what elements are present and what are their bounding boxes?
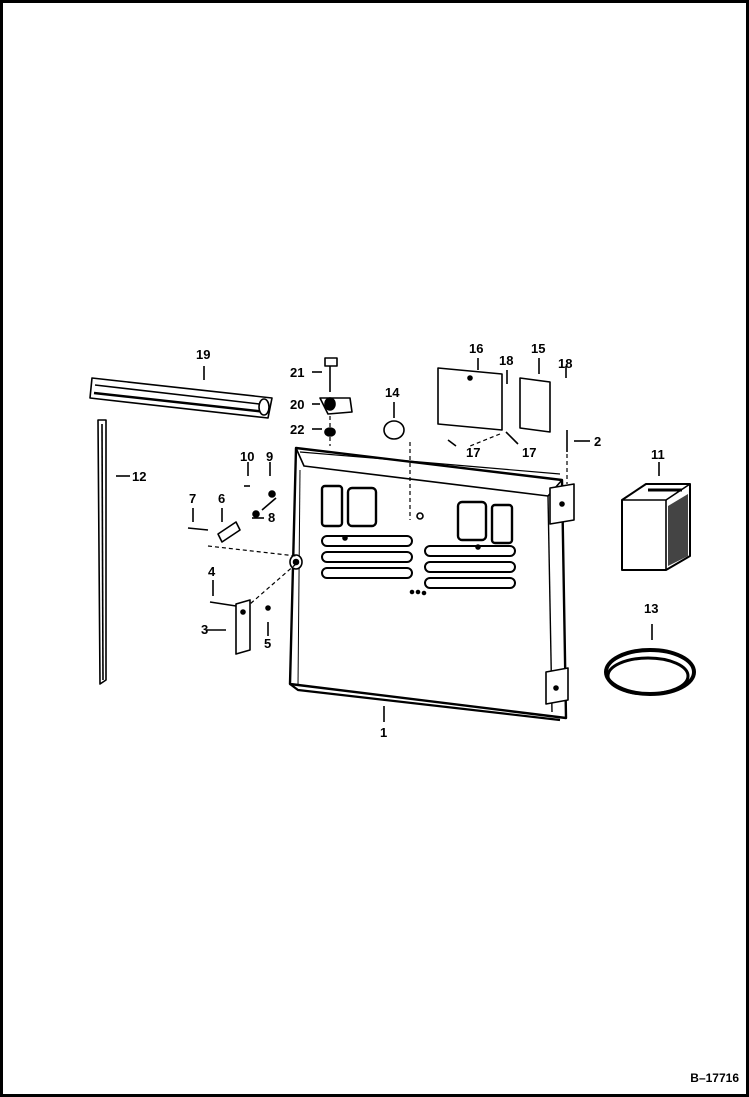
callout-17a: 17 bbox=[466, 445, 480, 460]
callout-16: 16 bbox=[469, 341, 483, 356]
channel-strip-part bbox=[89, 377, 273, 419]
hinge-bracket bbox=[209, 599, 271, 655]
callout-12: 12 bbox=[132, 469, 146, 484]
callout-15: 15 bbox=[531, 341, 545, 356]
callout-5: 5 bbox=[264, 636, 271, 651]
callout-10: 10 bbox=[240, 449, 254, 464]
callout-3: 3 bbox=[201, 622, 208, 637]
callout-19: 19 bbox=[196, 347, 210, 362]
box-part bbox=[621, 483, 691, 571]
callout-17b: 17 bbox=[522, 445, 536, 460]
callout-4: 4 bbox=[208, 564, 216, 579]
round-plug-part bbox=[383, 420, 405, 440]
callout-11: 11 bbox=[651, 447, 665, 462]
callout-7: 7 bbox=[189, 491, 196, 506]
latch-bolt-stack bbox=[319, 357, 353, 437]
door-panel bbox=[288, 446, 575, 722]
hinge-hardware bbox=[187, 485, 277, 543]
seal-strip-part bbox=[97, 419, 107, 685]
cover-plates bbox=[437, 367, 551, 433]
figure-id: B–17716 bbox=[690, 1071, 739, 1085]
callout-14: 14 bbox=[385, 385, 400, 400]
callout-2: 2 bbox=[594, 434, 601, 449]
callout-20: 20 bbox=[290, 397, 304, 412]
callout-8: 8 bbox=[268, 510, 275, 525]
callout-21: 21 bbox=[290, 365, 304, 380]
callout-1: 1 bbox=[380, 725, 387, 740]
callout-6: 6 bbox=[218, 491, 225, 506]
callout-9: 9 bbox=[266, 449, 273, 464]
callout-18b: 18 bbox=[558, 356, 572, 371]
callout-13: 13 bbox=[644, 601, 658, 616]
callout-22: 22 bbox=[290, 422, 304, 437]
callout-18a: 18 bbox=[499, 353, 513, 368]
coiled-hose-part bbox=[604, 648, 696, 696]
